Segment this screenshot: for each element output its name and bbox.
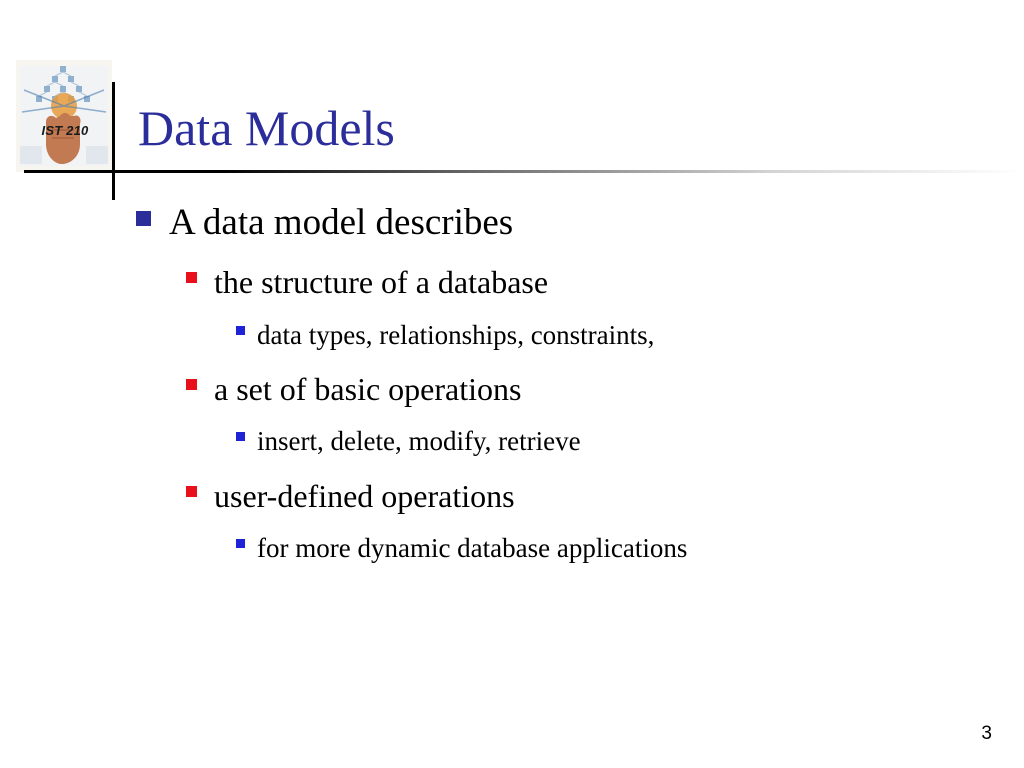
bullet-text: a set of basic operations <box>214 371 522 407</box>
square-bullet-icon <box>236 326 245 335</box>
bullet-text: data types, relationships, constraints, <box>257 320 655 350</box>
square-bullet-icon <box>186 272 197 283</box>
logo-label: IST 210 <box>41 123 89 138</box>
title-horizontal-rule <box>24 170 1024 173</box>
square-bullet-icon <box>136 211 151 226</box>
database-hand-logo-icon <box>16 60 112 172</box>
bullet-level3: data types, relationships, constraints, <box>236 322 654 349</box>
bullet-level2: a set of basic operations <box>186 373 521 405</box>
bullet-text: user-defined operations <box>214 478 515 514</box>
bullet-level3: insert, delete, modify, retrieve <box>236 428 581 455</box>
ist210-logo <box>16 60 112 172</box>
square-bullet-icon <box>186 379 197 390</box>
square-bullet-icon <box>236 432 245 441</box>
bullet-level2: the structure of a database <box>186 266 548 298</box>
bullet-text: the structure of a database <box>214 264 549 300</box>
page-number: 3 <box>981 723 992 744</box>
bullet-level3: for more dynamic database applications <box>236 535 687 562</box>
title-vertical-rule <box>112 82 115 200</box>
bullet-level1: A data model describes <box>136 204 513 241</box>
square-bullet-icon <box>236 539 245 548</box>
bullet-level2: user-defined operations <box>186 480 515 512</box>
bullet-text: for more dynamic database applications <box>257 533 688 563</box>
square-bullet-icon <box>186 486 197 497</box>
slide-title: Data Models <box>138 100 395 156</box>
bullet-text: insert, delete, modify, retrieve <box>257 426 581 456</box>
bullet-text: A data model describes <box>169 202 514 243</box>
